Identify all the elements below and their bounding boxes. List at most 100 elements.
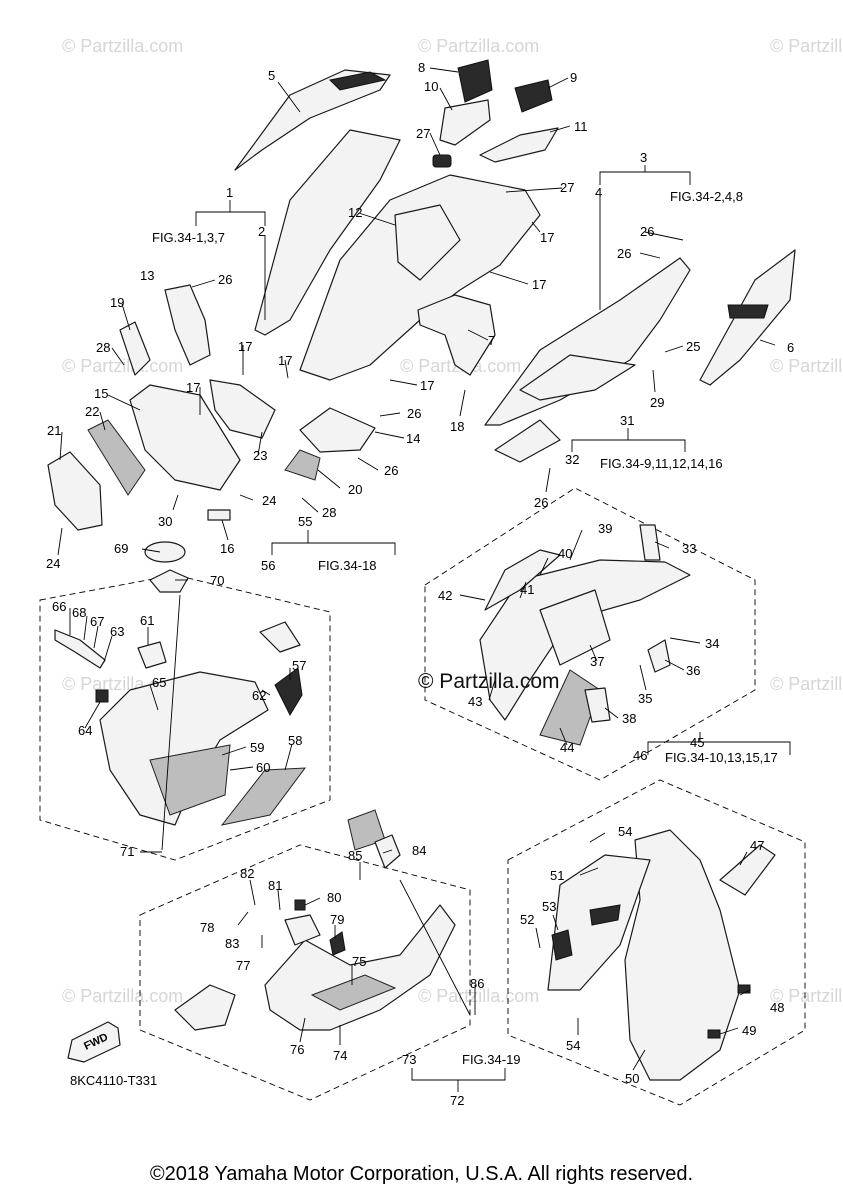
callout-75: 75 xyxy=(352,954,366,969)
part-59 xyxy=(99,671,269,826)
callout-21: 21 xyxy=(47,423,61,438)
part-19 xyxy=(119,321,151,376)
callout-83: 83 xyxy=(225,936,239,951)
callout-24: 24 xyxy=(262,493,276,508)
watermark: © Partzilla.com xyxy=(62,36,183,56)
part-23 xyxy=(209,379,276,439)
watermark: © Partzilla.com xyxy=(62,356,183,376)
callout-77: 77 xyxy=(236,958,250,973)
part-75 xyxy=(310,974,397,1011)
part-47 xyxy=(719,844,776,896)
part-27 xyxy=(432,154,452,168)
callout-70: 70 xyxy=(210,573,224,588)
callout-28: 28 xyxy=(322,505,336,520)
part-46-vent xyxy=(589,904,621,926)
part-bracket-56 xyxy=(259,621,301,653)
callout-13: 13 xyxy=(140,268,154,283)
callout-57: 57 xyxy=(292,658,306,673)
callout-30: 30 xyxy=(158,514,172,529)
callout-26: 26 xyxy=(640,224,654,239)
callout-17: 17 xyxy=(540,230,554,245)
fig-ref-55: FIG.34-18 xyxy=(318,558,377,573)
group-56-outline xyxy=(39,574,331,861)
callout-19: 19 xyxy=(110,295,124,310)
callout-38: 38 xyxy=(622,711,636,726)
part-22 xyxy=(87,419,146,496)
callout-5: 5 xyxy=(268,68,275,83)
callout-11: 11 xyxy=(574,119,588,134)
callout-52: 52 xyxy=(520,912,534,927)
callout-49: 49 xyxy=(742,1023,756,1038)
part-13 xyxy=(164,284,211,366)
callout-50: 50 xyxy=(625,1071,639,1086)
callout-62: 62 xyxy=(252,688,266,703)
callout-66: 66 xyxy=(52,599,66,614)
callout-86: 86 xyxy=(470,976,484,991)
callout-65: 65 xyxy=(152,675,166,690)
callout-61: 61 xyxy=(140,613,154,628)
callout-31: 31 xyxy=(620,413,634,428)
watermark: © Partzilla.com xyxy=(770,986,843,1006)
part-10 xyxy=(439,99,491,146)
callout-8: 8 xyxy=(418,60,425,75)
callout-59: 59 xyxy=(250,740,264,755)
part-42 xyxy=(484,549,561,611)
callout-23: 23 xyxy=(253,448,267,463)
part-4-lower xyxy=(494,419,561,463)
callout-17: 17 xyxy=(420,378,434,393)
fig-ref-1: FIG.34-1,3,7 xyxy=(152,230,225,245)
callout-29: 29 xyxy=(650,395,664,410)
part-6-vent xyxy=(727,304,769,319)
fig-ref-45: FIG.34-10,13,15,17 xyxy=(665,750,778,765)
part-11 xyxy=(479,127,559,163)
part-15 xyxy=(129,384,241,491)
fig-ref-31: FIG.34-9,11,12,14,16 xyxy=(600,456,723,471)
callout-24: 24 xyxy=(46,556,60,571)
callout-54: 54 xyxy=(618,824,632,839)
part-61 xyxy=(137,641,167,669)
callout-16: 16 xyxy=(220,541,234,556)
callout-69: 69 xyxy=(114,541,128,556)
callout-26: 26 xyxy=(384,463,398,478)
part-69 xyxy=(144,541,186,563)
callout-15: 15 xyxy=(94,386,108,401)
callout-53: 53 xyxy=(542,899,556,914)
part-57 xyxy=(274,667,303,717)
callout-42: 42 xyxy=(438,588,452,603)
callout-46: 46 xyxy=(633,748,647,763)
callout-2: 2 xyxy=(258,224,265,239)
callout-17: 17 xyxy=(186,380,200,395)
part-16 xyxy=(207,509,231,521)
diagram-code: 8KC4110-T331 xyxy=(70,1073,157,1088)
callout-26: 26 xyxy=(534,495,548,510)
callout-58: 58 xyxy=(288,733,302,748)
callout-33: 33 xyxy=(682,541,696,556)
callout-68: 68 xyxy=(72,605,86,620)
callout-78: 78 xyxy=(200,920,214,935)
callout-35: 35 xyxy=(638,691,652,706)
part-21 xyxy=(47,451,103,531)
group-46-outline xyxy=(507,779,806,1106)
callout-44: 44 xyxy=(560,740,574,755)
callout-47: 47 xyxy=(750,838,764,853)
callout-6: 6 xyxy=(787,340,794,355)
callout-60: 60 xyxy=(256,760,270,775)
part-50 xyxy=(624,829,741,1081)
callout-85: 85 xyxy=(348,848,362,863)
fig-brackets xyxy=(195,165,791,1092)
part-79 xyxy=(329,931,346,956)
callout-67: 67 xyxy=(90,614,104,629)
callout-26: 26 xyxy=(407,406,421,421)
group-outlines xyxy=(39,487,806,1106)
part-20 xyxy=(284,449,321,481)
callout-48: 48 xyxy=(770,1000,784,1015)
fwd-arrow-icon xyxy=(67,1021,121,1063)
part-80 xyxy=(294,899,306,911)
copyright-text: ©2018 Yamaha Motor Corporation, U.S.A. A… xyxy=(149,1163,694,1185)
callout-26: 26 xyxy=(617,246,631,261)
callout-71: 71 xyxy=(120,844,134,859)
callout-25: 25 xyxy=(686,339,700,354)
callout-74: 74 xyxy=(333,1048,347,1063)
callout-54: 54 xyxy=(566,1038,580,1053)
callout-36: 36 xyxy=(686,663,700,678)
